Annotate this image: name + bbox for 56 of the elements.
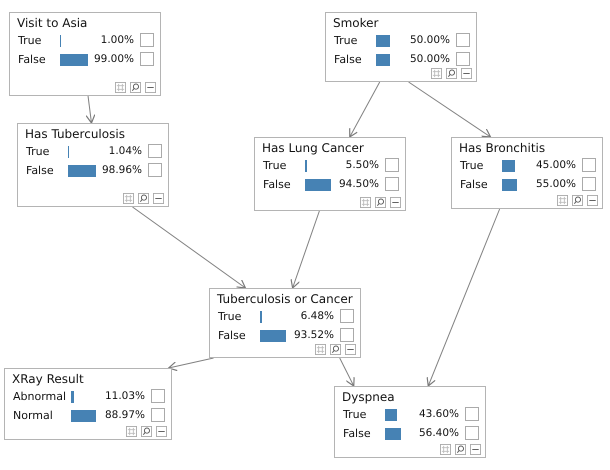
arrow [408,82,492,138]
probability-value: 99.00% [94,53,134,65]
node-card [334,386,486,458]
node-title: Has Bronchitis [459,141,546,155]
node-card [325,12,477,82]
state-label: True [343,408,366,421]
probability-value: 45.00% [536,159,576,171]
node-card [9,12,161,96]
arrow [339,358,355,387]
state-label: Normal [13,409,53,422]
node-title: Tuberculosis or Cancer [217,292,353,306]
arrow [168,358,214,372]
state-label: False [18,53,46,66]
state-label: False [334,53,362,66]
node-title: Visit to Asia [17,16,88,30]
probability-value: 98.96% [102,164,142,176]
node-title: Dyspnea [342,390,395,404]
state-label: False [263,178,291,191]
arrow [349,82,380,138]
state-label: False [460,178,488,191]
probability-value: 1.04% [108,145,142,157]
state-label: True [26,145,50,158]
state-label: Abnormal [13,390,66,403]
node-title: XRay Result [12,372,84,386]
state-label: False [343,427,371,440]
probability-value: 1.00% [100,34,134,46]
node-card [254,137,406,211]
probability-value: 5.50% [346,159,379,171]
probability-value: 50.00% [410,34,450,46]
probability-value: 56.40% [418,427,459,439]
state-label: True [263,159,286,172]
probability-value: 6.48% [300,310,334,322]
state-label: False [26,164,54,177]
node-card [451,137,603,209]
node-card [4,368,172,440]
probability-value: 88.97% [104,409,145,421]
probability-value: 93.52% [294,329,334,341]
probability-value: 43.60% [418,408,459,420]
node-title: Has Lung Cancer [262,141,364,155]
probability-value: 50.00% [410,53,450,65]
node-card [17,123,169,207]
node-title: Smoker [333,16,378,30]
arrow [426,208,500,387]
node-card [209,288,361,358]
state-label: True [334,34,358,47]
probability-value: 94.50% [338,178,379,190]
arrow [132,206,246,289]
state-label: True [460,159,484,172]
probability-value: 11.03% [104,390,145,402]
node-title: Has Tuberculosis [25,127,125,141]
state-label: True [18,34,42,47]
state-label: False [218,329,246,342]
arrow [290,210,320,289]
probability-value: 55.00% [536,178,576,190]
state-label: True [218,310,242,323]
arrow [85,96,96,124]
